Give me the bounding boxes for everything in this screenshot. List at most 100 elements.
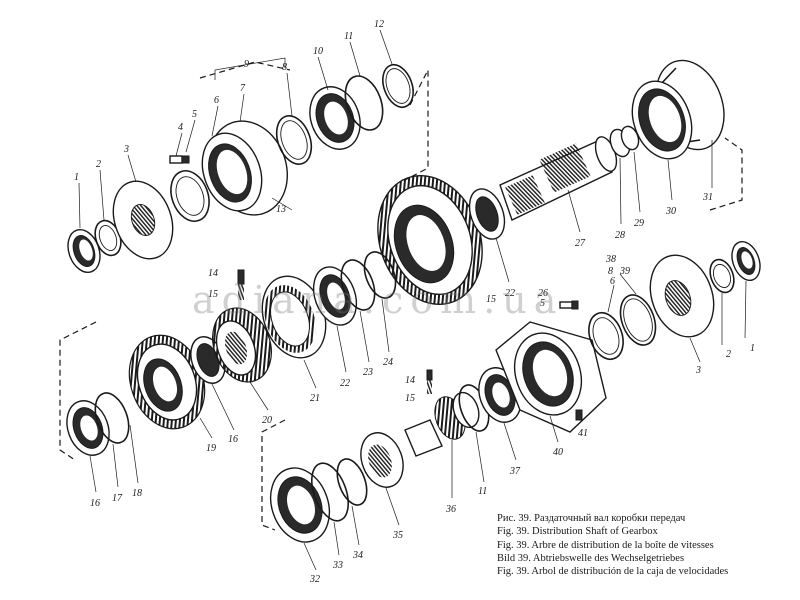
callout-29: 29 — [634, 218, 644, 229]
part-23-snap-ring — [340, 259, 376, 311]
callout-12: 12 — [374, 19, 384, 30]
callout-22-shaft: 22 — [505, 288, 515, 299]
part-1-cap-right — [731, 240, 761, 282]
part-8-ring — [275, 115, 313, 165]
upper-left-assembly — [67, 63, 414, 274]
part-16-bearing — [66, 400, 110, 456]
callout-39: 39 — [619, 266, 630, 277]
part-20-sliding-gear — [212, 307, 272, 383]
callout-6: 6 — [214, 95, 219, 106]
callout-30: 30 — [665, 206, 676, 217]
part-3-splined-flange — [112, 180, 174, 260]
part-24-ring — [363, 251, 397, 299]
callout-10: 10 — [313, 46, 323, 57]
caption-line-ru: Рис. 39. Раздаточный вал коробки передач — [497, 513, 686, 524]
part-2-washer-right — [709, 258, 735, 294]
part-callouts: 1 2 3 4 5 6 7 8 9 10 11 12 13 14 15 15 1… — [74, 19, 755, 585]
part-7-bearing-housing — [201, 120, 289, 216]
callout-15: 15 — [208, 289, 218, 300]
part-35-hub — [360, 432, 404, 488]
callout-8: 8 — [282, 62, 287, 73]
part-6-seal — [170, 170, 210, 222]
callout-33: 33 — [332, 560, 343, 571]
caption-line-fr: Fig. 39. Arbre de distribution de la boî… — [497, 539, 714, 551]
callout-2: 2 — [96, 159, 101, 170]
callout-21: 21 — [310, 393, 320, 404]
callout-16-bushing: 16 — [228, 434, 238, 445]
figure-caption: Рис. 39. Раздаточный вал коробки передач… — [497, 512, 787, 578]
callout-5-right: 5 — [540, 298, 545, 309]
leader-lines — [78, 29, 747, 571]
part-4-bolt — [169, 155, 190, 164]
callout-14-lower: 14 — [405, 375, 415, 386]
callout-26: 26 — [538, 288, 548, 299]
callout-27: 27 — [575, 238, 586, 249]
part-14-stud-lower — [426, 369, 433, 394]
part-36-pinion-shaft — [404, 391, 480, 457]
part-33-snap-ring — [310, 462, 350, 522]
callout-18: 18 — [132, 488, 142, 499]
part-22-spacer — [468, 188, 506, 240]
part-27-distribution-shaft — [499, 136, 618, 221]
callout-32: 32 — [309, 574, 320, 585]
part-8-ring-right — [619, 294, 657, 346]
callout-11-lower: 11 — [478, 486, 487, 497]
part-32-bearing — [269, 467, 331, 543]
main-shaft-assembly — [377, 59, 725, 306]
caption-line-es: Fig. 39. Arbol de distribución de la caj… — [497, 566, 729, 578]
part-1-end-cap — [67, 228, 101, 274]
assembly-guide-lines — [59, 61, 743, 531]
caption-line-de: Bild 39. Abtriebswelle des Wechselgetrie… — [497, 552, 685, 564]
callout-36: 36 — [445, 504, 456, 515]
part-21-synchronizer-ring — [261, 275, 327, 359]
callout-37: 37 — [509, 466, 521, 477]
part-40-housing-cover — [495, 321, 607, 433]
callout-15-gear: 15 — [486, 294, 496, 305]
callout-20: 20 — [262, 415, 272, 426]
lower-assembly — [269, 240, 761, 543]
part-12-ring — [382, 63, 414, 109]
callout-15-lower: 15 — [405, 393, 415, 404]
part-3-flange-right — [649, 254, 715, 338]
callout-4: 4 — [178, 122, 183, 133]
part-11-snap-ring — [344, 75, 384, 131]
part-28-collar — [609, 125, 640, 158]
callout-41: 41 — [578, 428, 588, 439]
callout-2-right: 2 — [726, 349, 731, 360]
callout-24: 24 — [383, 357, 393, 368]
part-17-snap-ring — [94, 392, 130, 444]
part-25-large-gear — [377, 174, 483, 306]
part-26-bolt — [559, 300, 579, 310]
part-30-drum — [631, 59, 725, 160]
callout-3-right: 3 — [695, 365, 701, 376]
callout-22: 22 — [340, 378, 350, 389]
callout-35: 35 — [392, 530, 403, 541]
watermark: adiana.com.ua — [192, 278, 564, 322]
callout-5: 5 — [192, 109, 197, 120]
callout-34: 34 — [352, 550, 363, 561]
callout-8-right: 8 — [608, 266, 613, 277]
callout-38: 38 — [605, 254, 616, 265]
part-10-ball-bearing — [309, 86, 361, 150]
part-34-ring — [336, 458, 368, 506]
callout-14: 14 — [208, 268, 218, 279]
callout-16: 16 — [90, 498, 100, 509]
callout-31: 31 — [702, 192, 713, 203]
callout-3: 3 — [123, 144, 129, 155]
callout-13: 13 — [276, 204, 286, 215]
callout-9: 9 — [244, 59, 249, 70]
part-41-screw — [575, 409, 583, 421]
callout-19: 19 — [206, 443, 216, 454]
callout-23: 23 — [363, 367, 373, 378]
part-19-gear — [128, 334, 206, 430]
part-6-seal-right — [588, 311, 624, 361]
callout-40: 40 — [553, 447, 563, 458]
caption-line-en: Fig. 39. Distribution Shaft of Gearbox — [497, 526, 658, 538]
callout-11: 11 — [344, 31, 353, 42]
callout-17: 17 — [112, 493, 123, 504]
callout-6-right: 6 — [610, 276, 615, 287]
middle-left-assembly — [66, 251, 397, 456]
callout-7: 7 — [240, 83, 246, 94]
callout-28: 28 — [615, 230, 625, 241]
